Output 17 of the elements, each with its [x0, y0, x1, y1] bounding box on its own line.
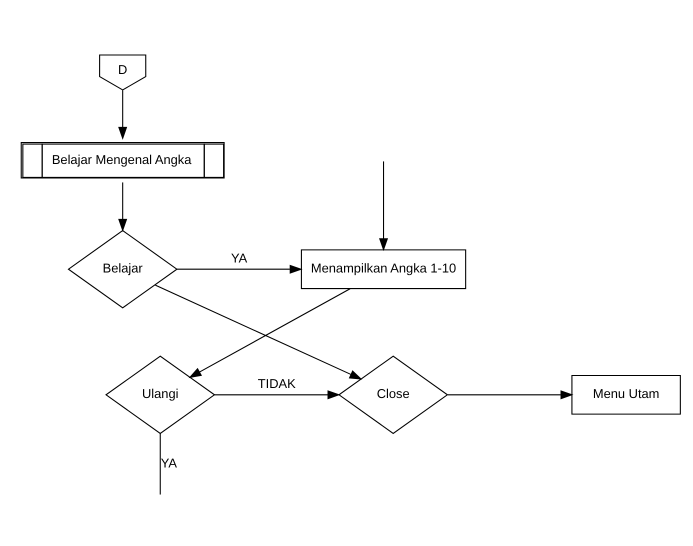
- node-diamond: Belajar: [68, 229, 178, 308]
- arrow: [448, 390, 574, 399]
- arrow: [118, 90, 128, 140]
- arrow: [177, 264, 303, 274]
- arrow: [214, 390, 340, 399]
- node-diamond: Ulangi: [105, 355, 216, 434]
- node-box: Menampilkan Angka 1-10: [300, 248, 466, 289]
- arrow: [118, 182, 128, 232]
- arrow: [379, 160, 388, 251]
- edge-label: YA: [160, 454, 177, 470]
- node-diamond: Close: [338, 355, 448, 434]
- node-box: Menu Utam: [571, 374, 681, 414]
- arrow: [155, 284, 362, 380]
- arrow: [188, 288, 350, 378]
- edge-label: TIDAK: [258, 375, 296, 390]
- connector: [160, 433, 161, 494]
- edge-label: YA: [231, 250, 248, 265]
